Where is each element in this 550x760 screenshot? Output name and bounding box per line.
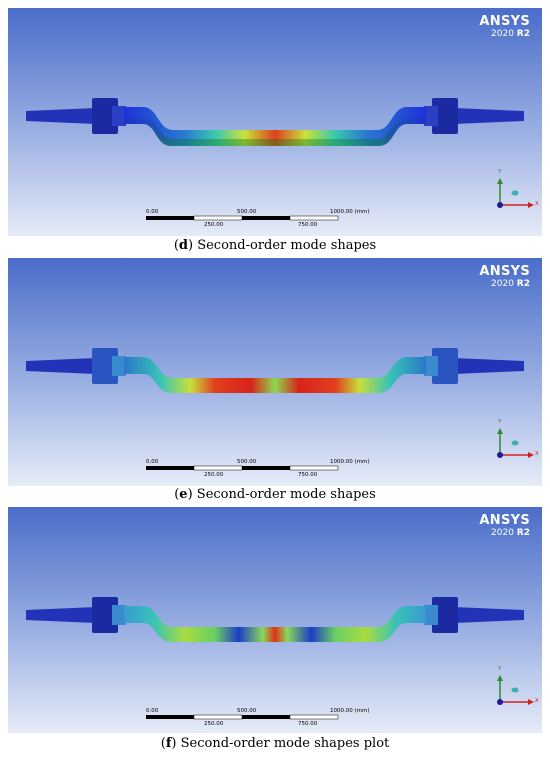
ansys-logo: ANSYS 2020 R2 — [479, 264, 530, 289]
axle-beam-f — [124, 606, 426, 642]
caption-d: (d) Second-order mode shapes — [173, 238, 377, 253]
axle-beam-e — [124, 357, 426, 393]
scale-label-250: 250.00 — [204, 472, 224, 478]
scale-label-1000: 1000.00 (mm) — [330, 209, 370, 215]
scale-label-0: 0.00 — [146, 209, 159, 215]
viewport-f — [8, 507, 542, 733]
scale-label-250: 250.00 — [204, 222, 224, 228]
viewport-e — [8, 258, 542, 486]
scale-label-500: 500.00 — [237, 209, 257, 215]
ansys-logo: ANSYS 2020 R2 — [479, 14, 530, 39]
panel-e: ANSYS 2020 R2 0.00 500.00 1000.00 (mm) 2… — [8, 258, 542, 486]
triad-x-label: X — [535, 451, 539, 457]
scale-label-1000: 1000.00 (mm) — [330, 708, 370, 714]
scale-label-500: 500.00 — [237, 708, 257, 714]
scale-label-250: 250.00 — [204, 721, 224, 727]
caption-f: (f) Second-order mode shapes plot — [160, 736, 390, 751]
panel-f: ANSYS 2020 R2 0.00 500.00 1000.00 (mm) 2… — [8, 507, 542, 735]
left-spindle — [26, 108, 96, 124]
scale-label-750: 750.00 — [298, 472, 318, 478]
triad-x-label: X — [535, 698, 539, 704]
scale-label-1000: 1000.00 (mm) — [330, 459, 370, 465]
right-spindle — [454, 108, 524, 124]
right-hub — [432, 98, 458, 134]
scale-label-0: 0.00 — [146, 708, 159, 714]
scale-label-0: 0.00 — [146, 459, 159, 465]
triad-y-label: Y — [498, 666, 502, 672]
ansys-logo: ANSYS 2020 R2 — [479, 513, 530, 538]
left-hub — [92, 98, 118, 134]
axle-beam — [124, 107, 426, 146]
scale-label-750: 750.00 — [298, 222, 318, 228]
viewport-d — [8, 8, 542, 236]
caption-e: (e) Second-order mode shapes — [174, 487, 376, 502]
scale-label-500: 500.00 — [237, 459, 257, 465]
scale-bar — [146, 215, 339, 221]
scale-label-750: 750.00 — [298, 721, 318, 727]
triad-x-label: X — [535, 201, 539, 207]
triad-y-label: Y — [498, 169, 502, 175]
coordinate-triad — [497, 178, 534, 208]
triad-y-label: Y — [498, 419, 502, 425]
panel-d: ANSYS 2020 R2 0.00 500.00 1000.00 (mm) 2… — [8, 8, 542, 236]
